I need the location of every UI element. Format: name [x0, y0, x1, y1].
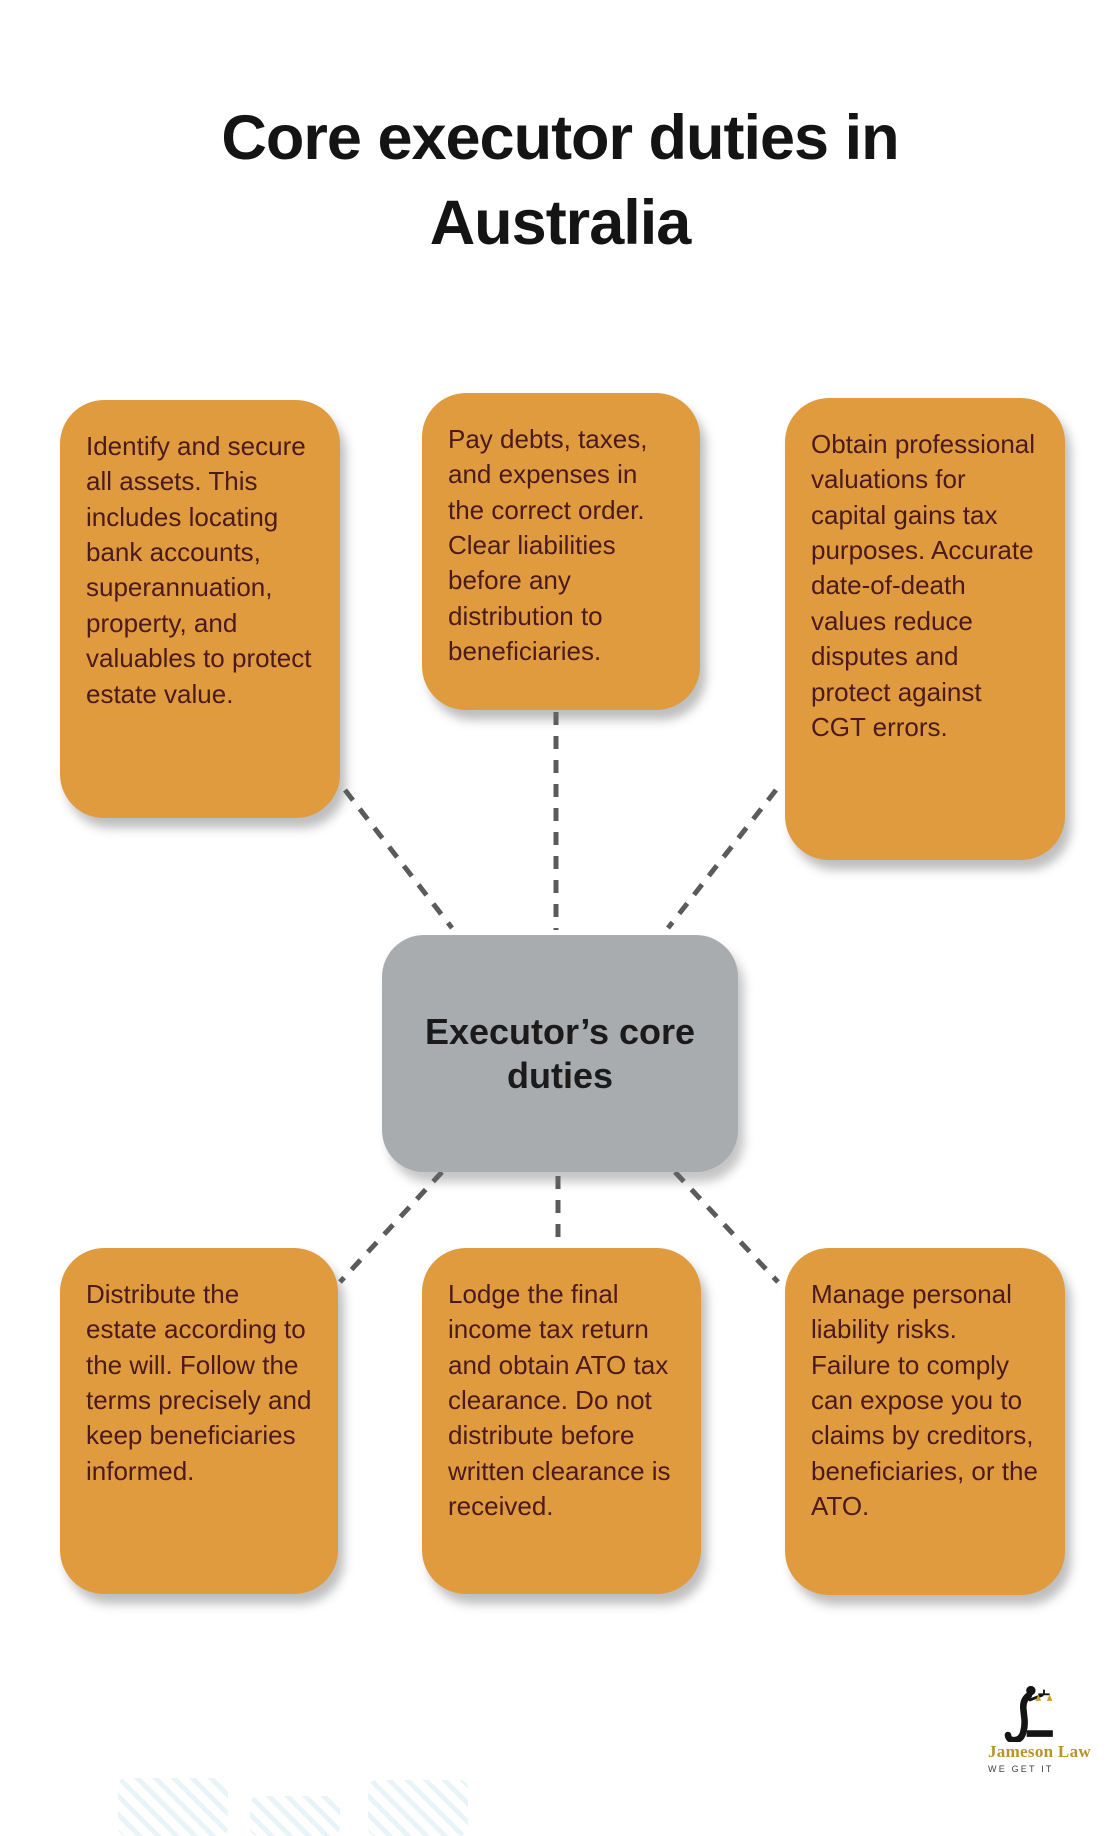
jameson-law-logo: Jameson Law WE GET IT: [988, 1684, 1108, 1774]
faint-scribble-decoration: [250, 1796, 340, 1836]
faint-scribble-decoration: [368, 1780, 468, 1836]
duty-card-lodge-tax: Lodge the final income tax return and ob…: [422, 1248, 701, 1594]
central-node-label: Executor’s core duties: [424, 1010, 696, 1096]
duty-card-valuations: Obtain professional valuations for capit…: [785, 398, 1065, 860]
duty-card-distribute-estate: Distribute the estate according to the w…: [60, 1248, 338, 1594]
duty-card-pay-debts: Pay debts, taxes, and expenses in the co…: [422, 393, 700, 710]
faint-scribble-decoration: [118, 1778, 228, 1836]
logo-wordmark: Jameson Law: [988, 1742, 1091, 1761]
duty-card-identify-assets: Identify and secure all assets. This inc…: [60, 400, 340, 818]
connector-top-left: [343, 788, 454, 930]
connector-bottom-left: [338, 1170, 444, 1284]
connector-top-right: [666, 788, 778, 930]
page-title: Core executor duties in Australia: [221, 103, 899, 258]
connector-bottom-right: [673, 1170, 780, 1284]
lady-justice-icon: [1004, 1685, 1053, 1742]
logo-tagline: WE GET IT: [988, 1764, 1054, 1774]
central-node-executors-core-duties: Executor’s core duties: [382, 935, 738, 1172]
duty-card-manage-liability: Manage personal liability risks. Failure…: [785, 1248, 1065, 1595]
